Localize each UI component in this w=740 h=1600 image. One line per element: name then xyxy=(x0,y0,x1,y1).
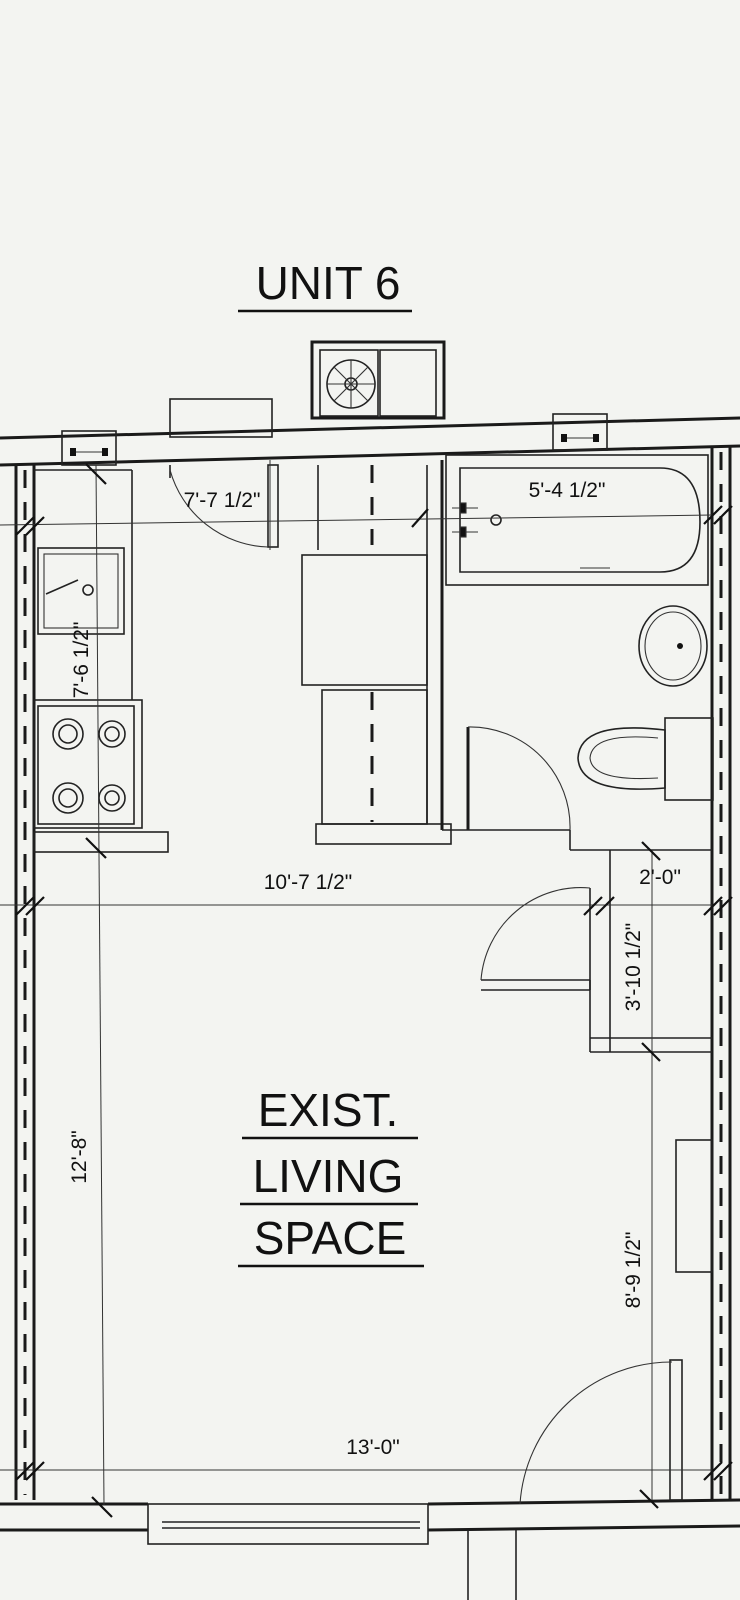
dim-living-depth: 12'-8" xyxy=(68,1130,91,1184)
entry-door xyxy=(169,464,279,548)
dim-right-depth: 8'-9 1/2" xyxy=(622,1232,645,1309)
bathtub xyxy=(445,454,709,586)
center-partition xyxy=(301,465,452,845)
room-label-line-3: SPACE xyxy=(254,1212,407,1264)
dim-closet-depth: 3'-10 1/2" xyxy=(622,923,645,1012)
right-cabinet xyxy=(675,1139,713,1273)
dim-tub-length: 5'-4 1/2" xyxy=(529,479,606,502)
top-window xyxy=(169,398,273,438)
living-door xyxy=(519,1359,683,1505)
wall-device-left xyxy=(61,430,117,466)
bottom-window xyxy=(147,1503,429,1545)
room-label: EXIST. LIVING SPACE xyxy=(238,1084,424,1268)
dim-bath-hall-width: 10'-7 1/2" xyxy=(264,871,353,894)
bath-door xyxy=(467,726,571,831)
top-wall xyxy=(0,416,740,467)
kitchen-sink xyxy=(37,547,125,635)
bottom-wall xyxy=(0,1498,740,1600)
bath-wall xyxy=(440,460,570,831)
dim-kitchen-depth: 7'-6 1/2" xyxy=(70,622,93,699)
unit-title: UNIT 6 xyxy=(256,257,401,309)
dimension-ticks xyxy=(15,463,733,1518)
dimension-lines xyxy=(0,460,713,1506)
dim-kitchen-width: 7'-7 1/2" xyxy=(184,489,261,512)
dim-living-width: 13'-0" xyxy=(346,1436,400,1459)
room-label-line-2: LIVING xyxy=(253,1150,404,1202)
stove-range xyxy=(37,705,135,825)
room-label-line-1: EXIST. xyxy=(258,1084,399,1136)
closet xyxy=(480,830,712,1053)
hvac-unit xyxy=(310,340,446,420)
toilet xyxy=(577,717,714,801)
lavatory-sink xyxy=(638,605,708,687)
left-wall xyxy=(14,465,36,1500)
wall-device-right xyxy=(552,413,608,451)
dim-closet-width: 2'-0" xyxy=(639,866,681,889)
right-wall xyxy=(710,446,732,1500)
